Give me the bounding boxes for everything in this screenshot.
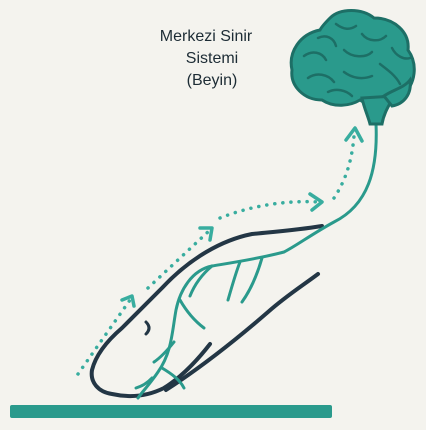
- signal-arrow-4: [334, 136, 354, 198]
- signal-arrow-1: [78, 300, 130, 374]
- main-nerve: [138, 124, 376, 398]
- signal-arrows: [78, 136, 354, 374]
- brain-label-line-1: Merkezi Sinir: [160, 27, 252, 46]
- finger-lower-outline: [166, 274, 318, 390]
- nerve-branch-2: [228, 262, 240, 300]
- nerve-pathway: [136, 124, 376, 398]
- fingernail: [146, 322, 149, 334]
- nerve-branch-4: [180, 300, 204, 328]
- nerve-branch-3: [242, 258, 262, 302]
- brain-label-line-3: (Beyin): [187, 71, 238, 90]
- signal-arrow-3: [220, 202, 318, 218]
- surface-bar: [10, 405, 332, 418]
- brain-label-line-2: Sistemi: [186, 49, 238, 68]
- arrowheads: [122, 128, 362, 306]
- brain-icon: [291, 11, 414, 125]
- arrowhead-4: [346, 128, 362, 141]
